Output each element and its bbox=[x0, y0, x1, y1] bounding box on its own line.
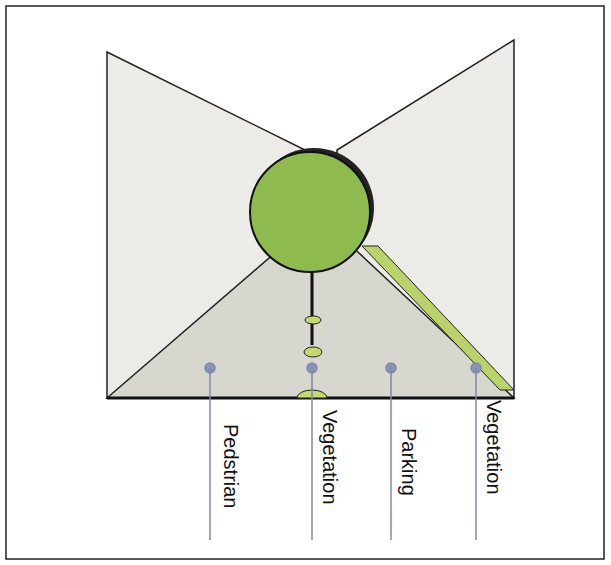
tree-crown bbox=[250, 152, 370, 272]
vegetation-strip bbox=[362, 246, 514, 390]
leader-line bbox=[475, 368, 477, 540]
street-part-label: Vegetation bbox=[318, 410, 342, 505]
leader-lines bbox=[205, 363, 481, 540]
frame bbox=[6, 6, 604, 559]
tree-pit bbox=[304, 347, 322, 357]
leader-line bbox=[209, 368, 211, 540]
street-part-label: Parking bbox=[397, 428, 421, 496]
leader-line bbox=[311, 368, 313, 540]
tree-pit bbox=[305, 316, 321, 324]
street-part-label: Pedstrian bbox=[219, 424, 243, 509]
street-part-label: Vegetation bbox=[482, 400, 506, 495]
leader-line bbox=[390, 368, 392, 540]
